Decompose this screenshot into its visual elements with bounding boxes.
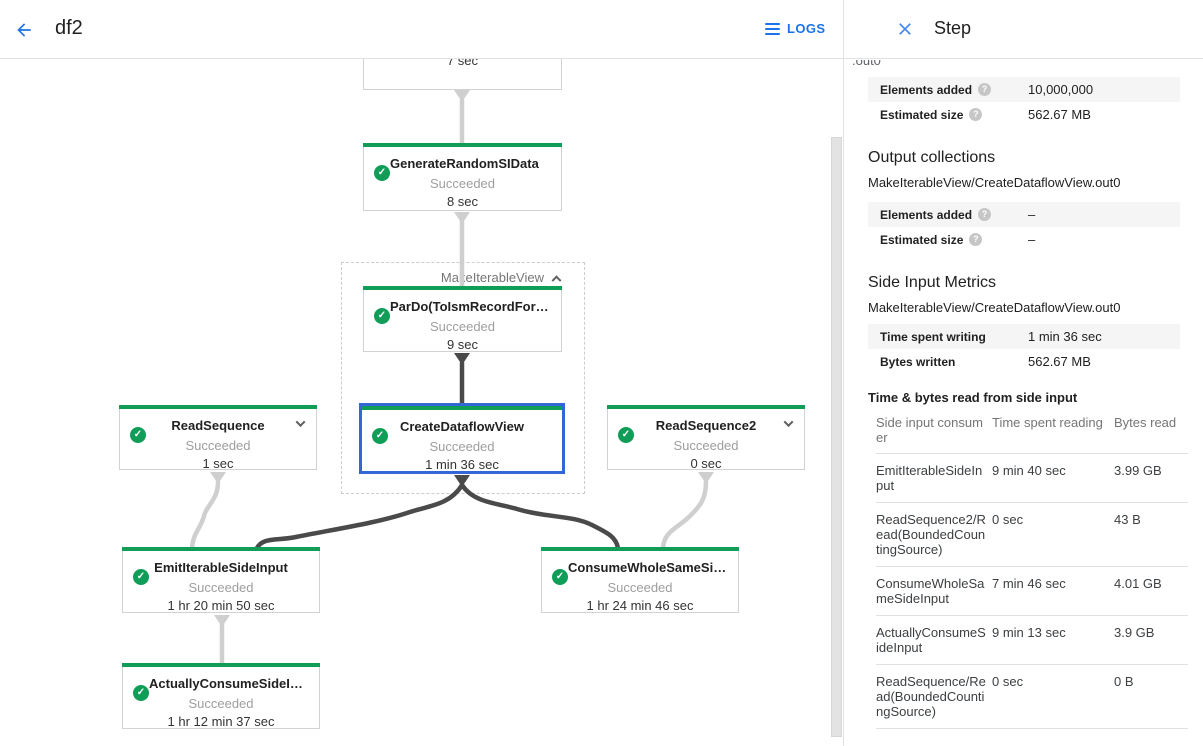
metric-value: 562.67 MB [1028,107,1091,122]
status-bar [363,143,562,147]
metric-row: Time spent writing 1 min 36 sec [868,324,1180,349]
status-bar [122,547,320,551]
node-status: Succeeded [429,176,496,191]
graph-vertical-scrollbar[interactable] [831,137,842,737]
group-label[interactable]: MakeIterableView [440,270,562,286]
column-header: Side input consumer [876,415,983,445]
status-bar [122,663,320,667]
step-details-panel: .out0 Elements added? 10,000,000 Estimat… [844,60,1203,746]
node-consumewholesamesideinput[interactable]: ConsumeWholeSameSi… Succeeded 1 hr 24 mi… [541,547,739,613]
logs-label: LOGS [787,21,826,37]
status-bar [119,405,317,409]
top-bar: df2 LOGS Step [0,0,1203,59]
collection-name: MakeIterableView/CreateDataflowView.out0 [868,175,1121,190]
close-icon[interactable] [895,19,915,39]
status-bar [541,547,739,551]
node-title: ConsumeWholeSameSi… [542,560,738,585]
node-pardo-toismrecord[interactable]: ParDo(ToIsmRecordFor… Succeeded 9 sec [363,286,562,352]
table-row: ConsumeWholeSameSideInput 7 min 46 sec 4… [876,566,1188,616]
node-status: Succeeded [607,580,673,595]
node-time: 1 sec [202,456,234,471]
status-bar [362,406,562,410]
success-check-icon [374,165,390,181]
node-status: Succeeded [429,319,496,334]
clipped-scroll-text: .out0 [852,60,881,68]
node-title: EmitIterableSideInput [123,560,319,585]
table-row: ActuallyConsumeSideInput 9 min 13 sec 3.… [876,615,1188,665]
node-time: 1 hr 12 min 37 sec [167,714,275,729]
job-title: df2 [55,17,83,39]
node-title: ReadSequence2 [608,418,804,443]
node-createdataflowview[interactable]: CreateDataflowView Succeeded 1 min 36 se… [359,403,565,474]
table-row: ReadSequence/Read(BoundedCountingSource)… [876,664,1188,729]
side-input-table: Side input consumer Time spent reading B… [876,411,1188,729]
section-heading-side-input-metrics: Side Input Metrics [868,274,997,291]
metric-row: Elements added? – [868,202,1180,227]
logs-icon [765,20,780,38]
column-header: Bytes read [1114,415,1177,430]
table-row: ReadSequence2/Read(BoundedCountingSource… [876,502,1188,567]
status-bar [607,405,805,409]
success-check-icon [552,569,568,585]
help-icon[interactable]: ? [969,108,983,121]
metric-value: 1 min 36 sec [1028,329,1102,344]
table-row: EmitIterableSideInput 9 min 40 sec 3.99 … [876,453,1188,503]
node-time: 1 min 36 sec [425,457,499,472]
panel-title: Step [934,18,972,38]
logs-button[interactable]: LOGS [765,20,825,38]
job-graph-canvas[interactable]: MakeIterableView [0,0,843,746]
column-header: Time spent reading [992,415,1103,430]
metric-value: – [1028,207,1036,222]
node-title: ActuallyConsumeSideI… [123,676,319,701]
help-icon[interactable]: ? [978,83,992,96]
section-heading-output-collections: Output collections [868,149,996,166]
node-readsequence[interactable]: ReadSequence Succeeded 1 sec [119,405,317,471]
node-time: 1 hr 20 min 50 sec [167,598,275,613]
collection-name: MakeIterableView/CreateDataflowView.out0 [868,300,1121,315]
back-arrow-icon[interactable] [14,20,34,40]
node-time: 9 sec [446,337,479,352]
group-label-text: MakeIterableView [440,270,544,285]
metric-value: – [1028,232,1036,247]
node-status: Succeeded [673,438,739,453]
node-status: Succeeded [188,580,254,595]
node-readsequence2[interactable]: ReadSequence2 Succeeded 0 sec [607,405,805,471]
graph-edges [189,90,714,666]
success-check-icon [133,685,149,701]
status-bar [363,286,562,290]
node-time: 8 sec [446,194,479,209]
metric-row: Estimated size? – [880,232,1036,247]
metric-row: Estimated size? 562.67 MB [880,107,1091,122]
node-title: ParDo(ToIsmRecordFor… [364,299,561,324]
success-check-icon [372,428,388,444]
node-generaterandomsidata[interactable]: GenerateRandomSIData Succeeded 8 sec [363,143,562,211]
metric-value: 562.67 MB [1028,354,1091,369]
table-header-row: Side input consumer Time spent reading B… [876,411,1188,454]
node-title: CreateDataflowView [362,419,562,444]
node-actuallyconsumesideinput[interactable]: ActuallyConsumeSideI… Succeeded 1 hr 12 … [122,663,320,729]
help-icon[interactable]: ? [969,233,983,246]
node-status: Succeeded [185,438,251,453]
node-time: 0 sec [690,456,722,471]
help-icon[interactable]: ? [978,208,992,221]
success-check-icon [130,427,146,443]
panel-divider [843,0,844,746]
node-status: Succeeded [188,696,254,711]
success-check-icon [374,308,390,324]
metric-row: Bytes written 562.67 MB [880,354,1091,369]
node-emititerablesideinput[interactable]: EmitIterableSideInput Succeeded 1 hr 20 … [122,547,320,613]
success-check-icon [618,427,634,443]
table-heading: Time & bytes read from side input [868,390,1078,405]
node-status: Succeeded [429,439,495,454]
success-check-icon [133,569,149,585]
node-title: ReadSequence [120,418,316,443]
metric-row: Elements added? 10,000,000 [868,77,1180,102]
node-title: GenerateRandomSIData [364,156,561,181]
metric-value: 10,000,000 [1028,82,1094,97]
node-time: 1 hr 24 min 46 sec [586,598,694,613]
